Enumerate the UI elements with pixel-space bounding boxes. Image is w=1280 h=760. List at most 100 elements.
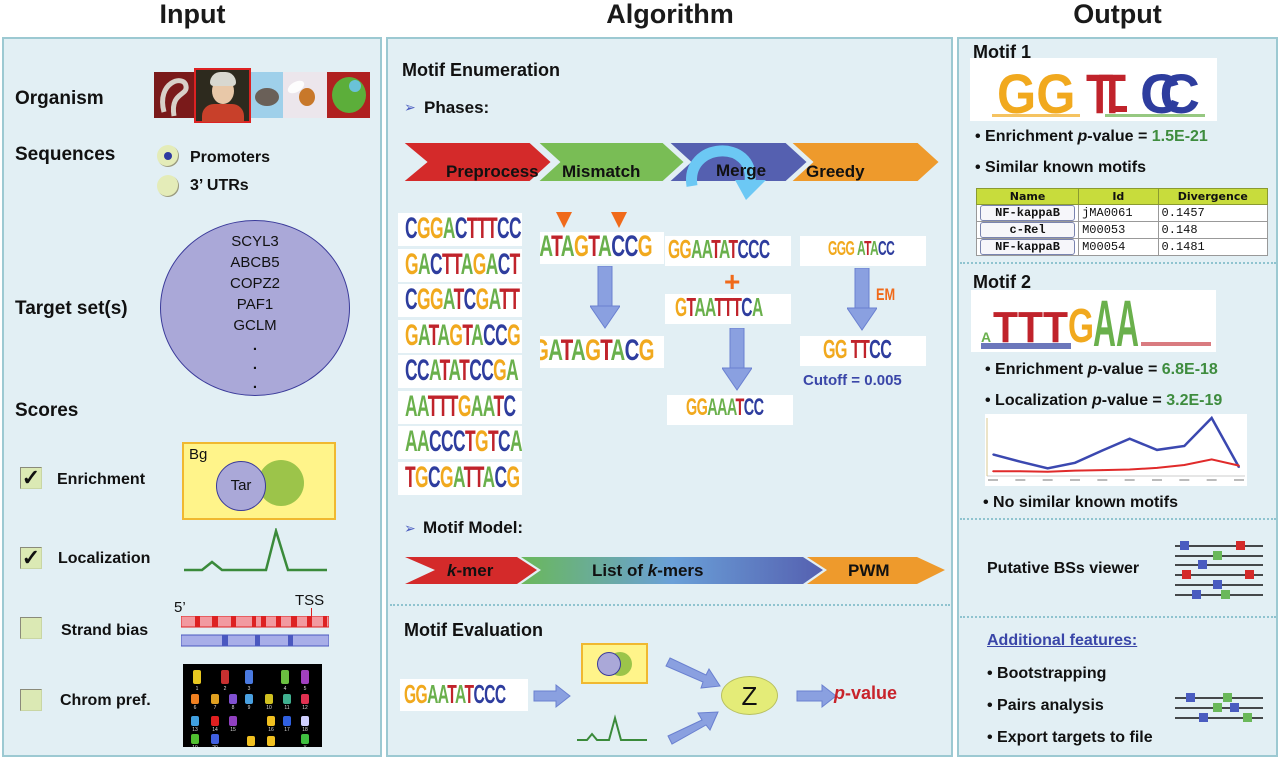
- motif-model-label: Motif Model:: [423, 518, 524, 537]
- data-point-background: [1128, 468, 1131, 471]
- plus-icon: +: [724, 266, 741, 297]
- merge-output-logo: GGAAATCC: [667, 395, 793, 425]
- pairs-analysis-icon: [1175, 693, 1263, 722]
- data-point-target: [1074, 462, 1076, 464]
- enrichment-checkbox[interactable]: ✓: [20, 465, 42, 490]
- data-point-target: [1238, 466, 1240, 469]
- data-point-background: [1019, 470, 1022, 472]
- fly-image[interactable]: [283, 72, 327, 118]
- additional-feature-item: • Bootstrapping: [987, 665, 1107, 682]
- scores-label: Scores: [15, 400, 79, 421]
- x-tick: [1042, 479, 1053, 481]
- data-point-background: [992, 470, 994, 472]
- down-arrow-icon: [590, 266, 620, 329]
- bg-label: Bg: [189, 446, 208, 463]
- chromosome-7: [211, 694, 219, 704]
- chromosome-label: 12: [302, 705, 308, 711]
- phase-label-mismatch: Mismatch: [562, 162, 641, 181]
- gene-item: PAF1: [236, 296, 274, 313]
- arrow-right-icon: [796, 683, 837, 709]
- motif2-logo: TTT G AA A: [971, 286, 1216, 360]
- localization-checkbox[interactable]: ✓: [20, 545, 42, 570]
- phase-arrow-greedy: [787, 141, 942, 183]
- gene-item: SCYL3: [231, 233, 279, 250]
- data-point-background: [1238, 464, 1240, 467]
- yeast-image[interactable]: [327, 72, 370, 118]
- ellipsis-dot: .: [252, 356, 258, 373]
- promoters-radio[interactable]: [157, 145, 179, 167]
- pwm-step-label: PWM: [848, 561, 890, 580]
- five-prime-label: 5’: [174, 599, 186, 616]
- greedy-input-logo: GGG ATACC: [800, 236, 926, 266]
- merge-input-1-logo: GGAATATCCC: [665, 236, 791, 266]
- data-point-target: [1128, 437, 1131, 440]
- phase-label-preprocess: Preprocess: [446, 162, 539, 181]
- bs-viewer-icon[interactable]: [1175, 540, 1270, 606]
- chromosome-label: 4: [284, 686, 287, 692]
- down-arrow-icon: [847, 268, 877, 331]
- output-divider-3: [960, 616, 1276, 618]
- sequence-item: TGCGATTACG: [398, 461, 522, 495]
- chromosome-3: [245, 670, 253, 684]
- chromosome-11: [283, 694, 291, 704]
- chromosome-21: [247, 736, 255, 746]
- phase-label-greedy: Greedy: [806, 162, 865, 181]
- localization-label: Localization: [58, 550, 151, 567]
- chromosome-13: [191, 716, 199, 726]
- additional-features-title[interactable]: Additional features:: [987, 632, 1138, 649]
- chromosome-2: [221, 670, 229, 684]
- chromosome-label: 20: [212, 745, 218, 747]
- phase-arrow-mismatch: [534, 141, 687, 183]
- target-circle: Tar: [216, 461, 266, 511]
- kmer-list-arrow: [521, 557, 823, 584]
- organism-selector[interactable]: [154, 68, 370, 124]
- arrow-right-icon: [533, 683, 571, 709]
- chrom-pref-checkbox[interactable]: [20, 689, 42, 711]
- kmer-step-label: k-mer: [447, 561, 494, 580]
- bs-viewer-label: Putative BSs viewer: [987, 560, 1140, 577]
- chromosome-label: 2: [224, 686, 227, 692]
- chromosome-label: 8: [232, 705, 235, 711]
- chromosome-20: [211, 734, 219, 744]
- phases-flow: [400, 141, 942, 200]
- promoters-label: Promoters: [190, 149, 271, 166]
- strand-bias-checkbox[interactable]: [20, 617, 42, 639]
- motif-name-button[interactable]: NF-kappaB: [975, 204, 1080, 222]
- motif-name-button[interactable]: c-Rel: [975, 221, 1080, 239]
- utrs-radio[interactable]: [157, 175, 179, 197]
- chromosome-label: 18: [302, 727, 308, 733]
- data-point-background: [1074, 469, 1076, 472]
- chromosome-label: 6: [194, 705, 197, 711]
- mouse-image[interactable]: [251, 72, 283, 118]
- chromosome-22: [267, 736, 275, 746]
- motif-model-flow: [405, 557, 945, 584]
- output-divider-2: [960, 518, 1276, 520]
- human-portrait-image[interactable]: [194, 68, 251, 123]
- data-point-background: [1101, 469, 1104, 471]
- z-score-node: Z: [721, 676, 778, 715]
- evaluation-arrows: [533, 657, 837, 745]
- arrow-diag-up-icon: [667, 711, 719, 745]
- chromosome-label: 14: [212, 727, 218, 733]
- motif1-logo: GG TT CC: [970, 58, 1217, 126]
- worm-image[interactable]: [154, 72, 194, 118]
- motif-name-button[interactable]: NF-kappaB: [975, 238, 1080, 256]
- pwm-arrow: [807, 557, 945, 584]
- chromosome-label: 1: [196, 686, 199, 692]
- x-tick: [1070, 479, 1080, 481]
- down-arrow-icon: [722, 328, 752, 391]
- arrow-diag-down-icon: [665, 657, 721, 689]
- evaluation-venn: [581, 643, 648, 684]
- phase-label-merge: Merge: [716, 161, 767, 180]
- phases-bullet-icon: ➢: [404, 99, 416, 115]
- model-bullet-icon: ➢: [404, 520, 416, 536]
- chromosome-4: [281, 670, 289, 684]
- x-tick: [1206, 479, 1217, 481]
- chromosome-label: 10: [266, 705, 272, 711]
